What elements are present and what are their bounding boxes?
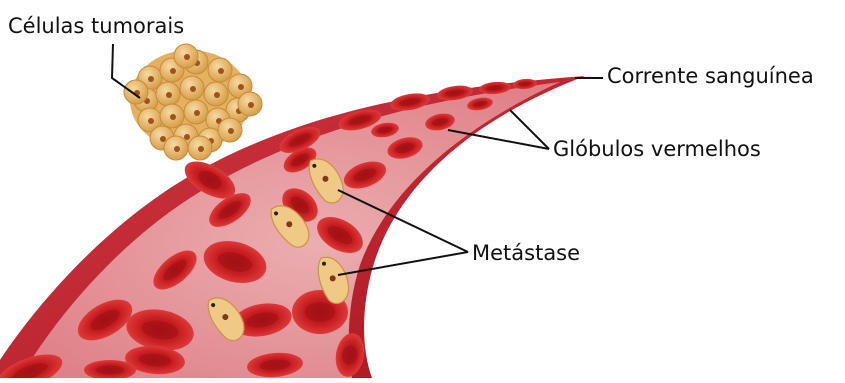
label-red-blood-cells: Glóbulos vermelhos	[553, 139, 761, 160]
tumor-cell-nucleus	[148, 76, 154, 82]
tumor-cell-nucleus	[218, 68, 224, 74]
tumor-cell-cluster	[124, 44, 262, 160]
tumor-cell-nucleus	[166, 92, 172, 98]
tumor-cell-nucleus	[190, 86, 196, 92]
tumor-cell-nucleus	[248, 102, 254, 108]
tumor-cell-nucleus	[198, 146, 204, 152]
label-tumor-cells: Células tumorais	[8, 16, 184, 37]
label-bloodstream: Corrente sanguínea	[607, 66, 814, 87]
red-blood-cell-center	[305, 302, 336, 322]
tumor-cell-nucleus	[170, 68, 176, 74]
tumor-cell-nucleus	[148, 118, 154, 124]
red-blood-cell-center	[96, 366, 125, 375]
tumor-cell-nucleus	[194, 110, 200, 116]
label-metastasis: Metástase	[472, 243, 580, 264]
tumor-cell-nucleus	[184, 54, 190, 60]
tumor-cell-nucleus	[238, 84, 244, 90]
tumor-cell-nucleus	[214, 92, 220, 98]
tumor-cell-nucleus	[160, 136, 166, 142]
tumor-cell-nucleus	[174, 146, 180, 152]
tumor-cell-nucleus	[228, 128, 234, 134]
tumor-cell-nucleus	[184, 134, 190, 140]
tumor-cell-nucleus	[170, 114, 176, 120]
